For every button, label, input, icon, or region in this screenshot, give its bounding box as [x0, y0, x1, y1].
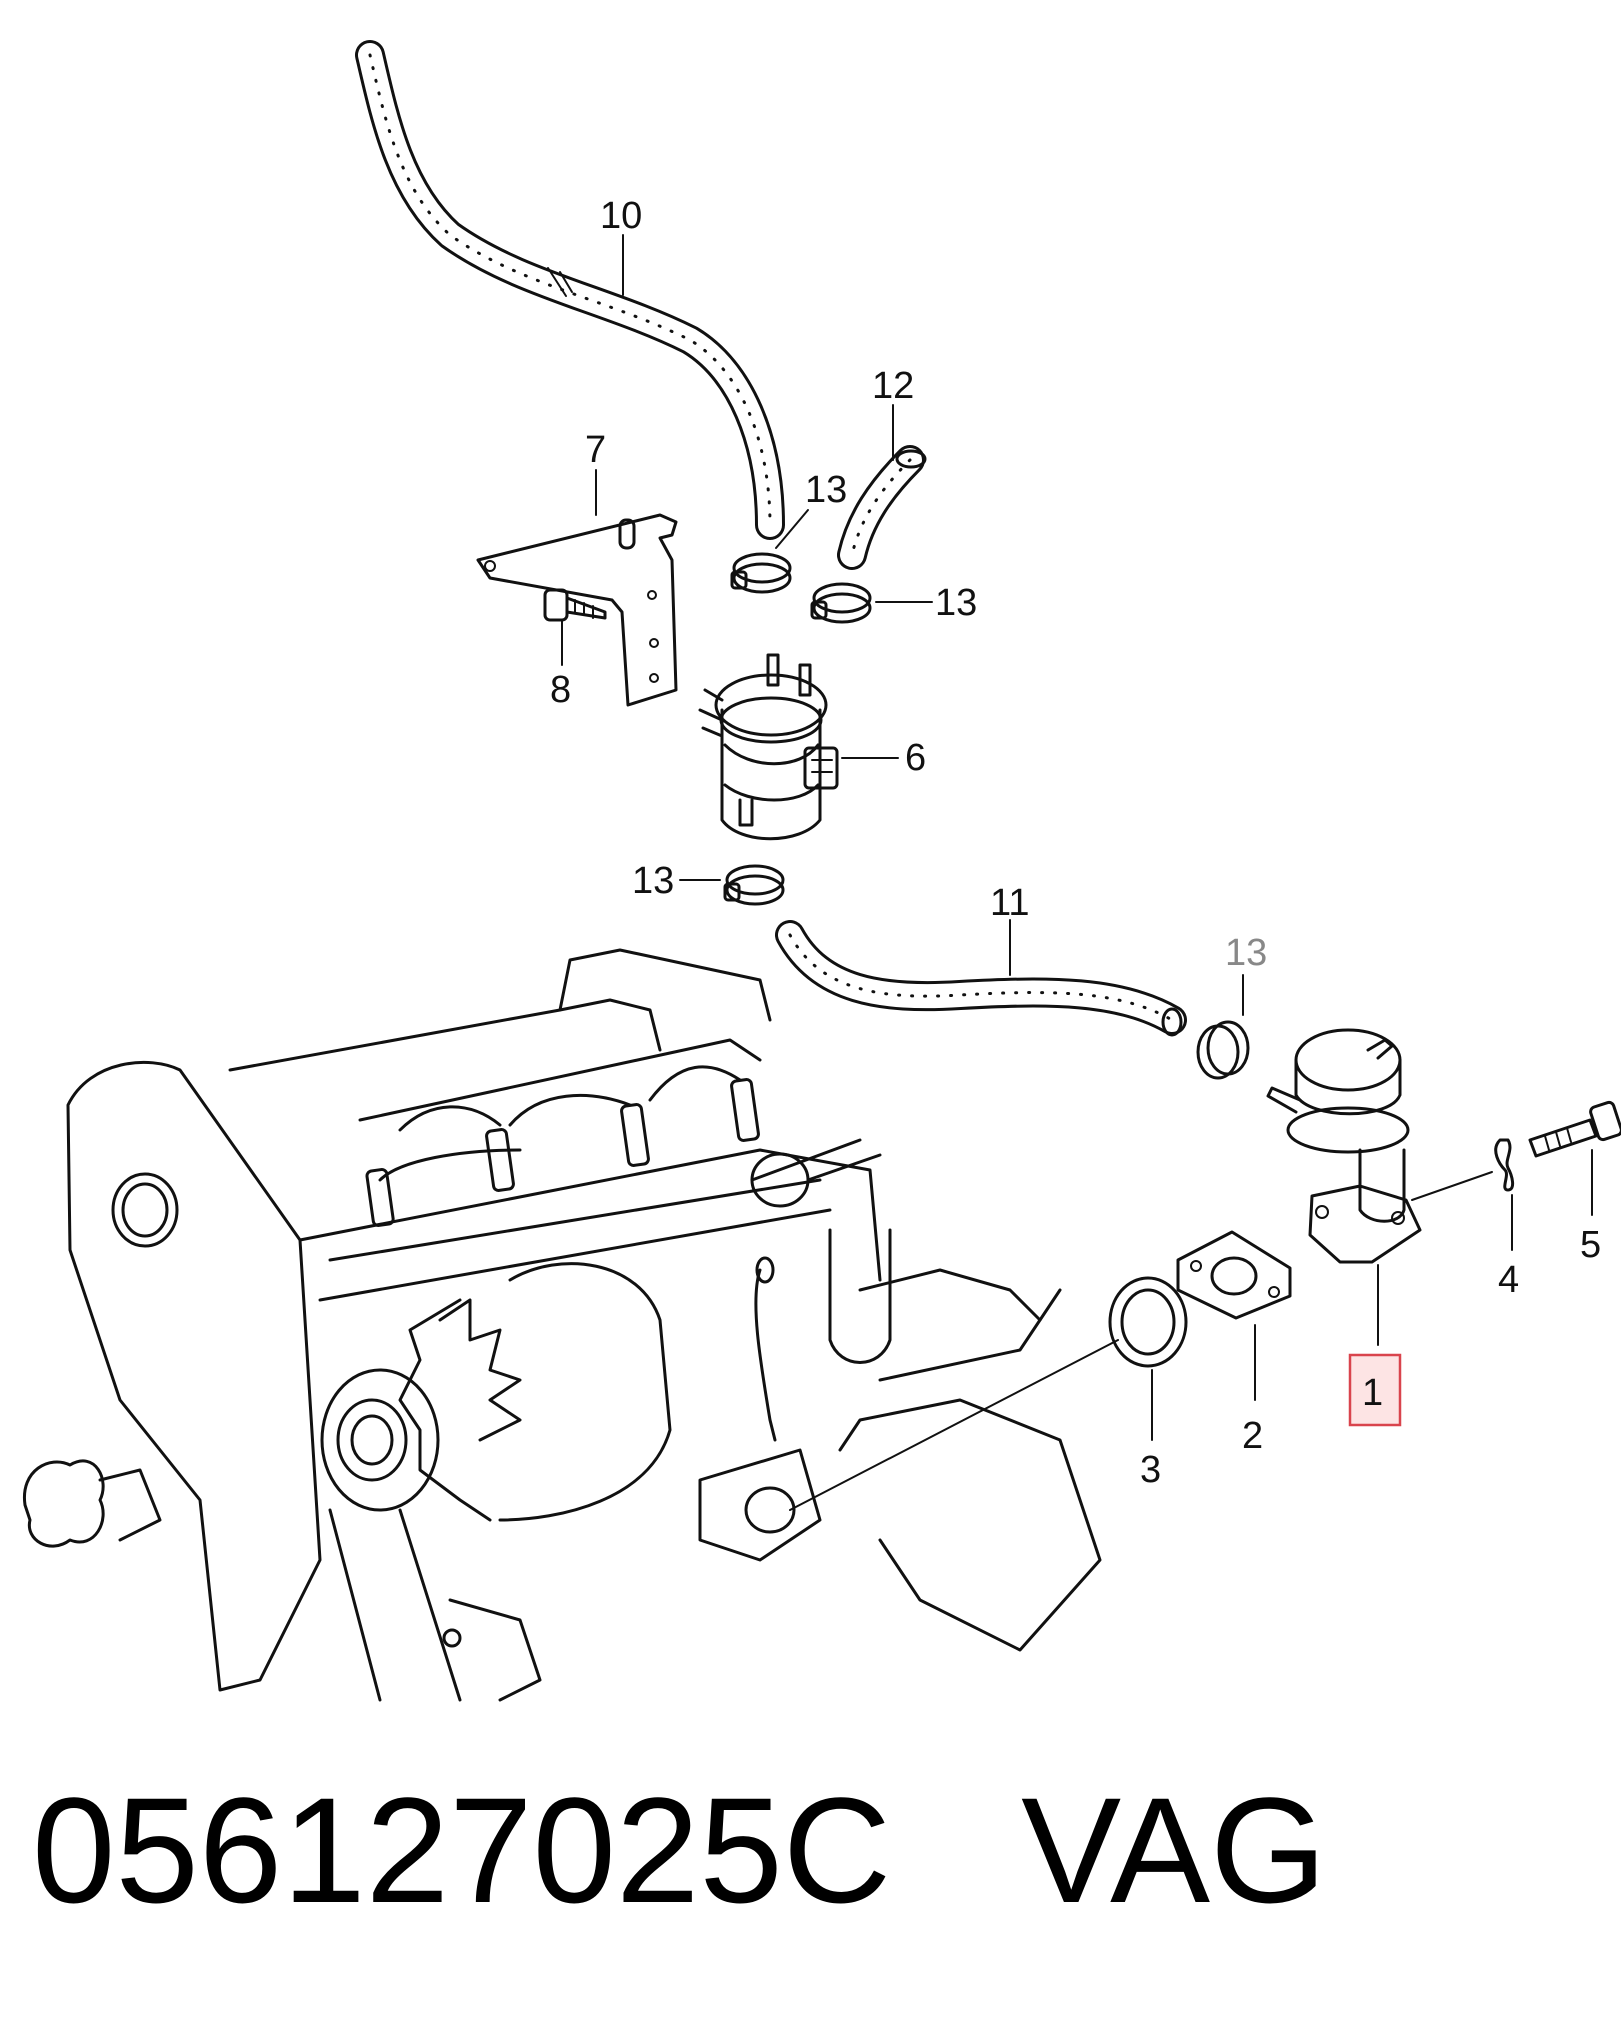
gasket-2 [1176, 1230, 1292, 1320]
clamp-13-top-left [730, 552, 792, 594]
leader-lines [561, 234, 1593, 1511]
callout-1: 1 [1362, 1372, 1383, 1414]
hose-10 [355, 40, 785, 540]
callout-6: 6 [905, 737, 926, 779]
screw-8 [543, 588, 607, 622]
clamp-13-right [1196, 1020, 1250, 1080]
parts-diagram: 1 2 3 4 5 6 7 8 10 11 12 13 13 13 13 [23, 40, 1621, 1702]
callout-3: 3 [1140, 1449, 1161, 1491]
part-caption: 056127025C VAG [32, 1775, 1327, 1925]
part-number: 056127025C [32, 1766, 892, 1934]
clamp-13-top-right [810, 582, 872, 624]
hose-12 [837, 445, 927, 570]
callout-8: 8 [550, 669, 571, 711]
callout-10: 10 [600, 195, 642, 237]
callout-4: 4 [1498, 1259, 1519, 1301]
callout-13-b: 13 [935, 582, 977, 624]
bracket-7 [476, 513, 678, 707]
callout-13-c: 13 [632, 860, 674, 902]
fan-hub [23, 1459, 162, 1548]
filter-6 [698, 653, 839, 841]
callout-labels: 1 2 3 4 5 6 7 8 10 11 12 13 13 13 13 [550, 195, 1601, 1491]
callout-13-d: 13 [1225, 932, 1267, 974]
ring-3 [1108, 1276, 1188, 1368]
brand-name: VAG [1021, 1766, 1327, 1934]
callout-5: 5 [1580, 1224, 1601, 1266]
callout-11: 11 [990, 882, 1029, 924]
valve-1 [1266, 1028, 1422, 1264]
hose-11 [775, 920, 1187, 1037]
callout-7: 7 [585, 429, 606, 471]
callout-12: 12 [872, 365, 914, 407]
callout-13-a: 13 [805, 469, 847, 511]
callout-2: 2 [1242, 1415, 1263, 1457]
engine-block [66, 948, 1102, 1692]
washer-4 [1494, 1138, 1515, 1192]
alternator [320, 1262, 672, 1702]
callout-1-highlight [1348, 1353, 1402, 1427]
bolt-5 [1528, 1100, 1621, 1158]
clamp-13-bottom [723, 864, 785, 906]
